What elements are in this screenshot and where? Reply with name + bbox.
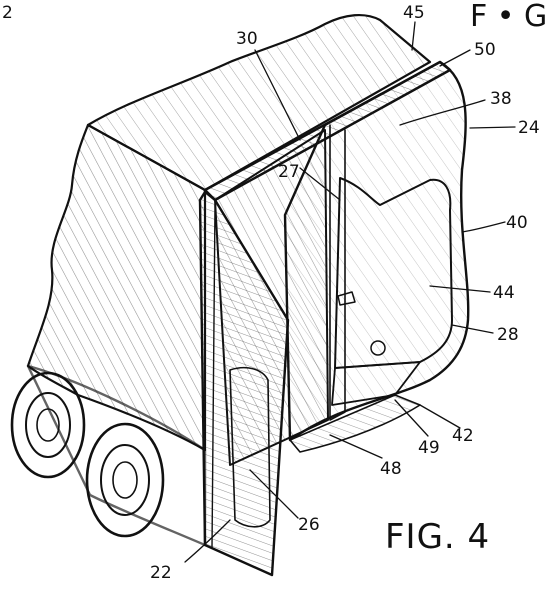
label-38: 38	[490, 89, 512, 109]
corner-fragment: 2	[2, 3, 13, 23]
label-30: 30	[236, 29, 258, 49]
wheels	[10, 364, 207, 547]
label-50: 50	[474, 40, 496, 60]
label-27: 27	[278, 162, 300, 182]
label-26: 26	[298, 515, 320, 535]
label-48: 48	[380, 459, 402, 479]
rear-shell	[283, 60, 470, 442]
front-wheel	[10, 371, 86, 479]
trailer-body	[26, 14, 432, 452]
open-door	[198, 190, 290, 577]
label-22: 22	[150, 563, 172, 583]
leader-lines	[184, 21, 516, 563]
label-28: 28	[497, 325, 519, 345]
label-42: 42	[452, 426, 474, 446]
figure-label: FIG. 4	[385, 517, 490, 557]
top-fragment: F • G .	[470, 0, 553, 34]
label-44: 44	[493, 283, 515, 303]
label-45: 45	[403, 3, 425, 23]
rear-wheel	[85, 422, 165, 538]
label-40: 40	[506, 213, 528, 233]
label-49: 49	[418, 438, 440, 458]
label-24: 24	[518, 118, 540, 138]
